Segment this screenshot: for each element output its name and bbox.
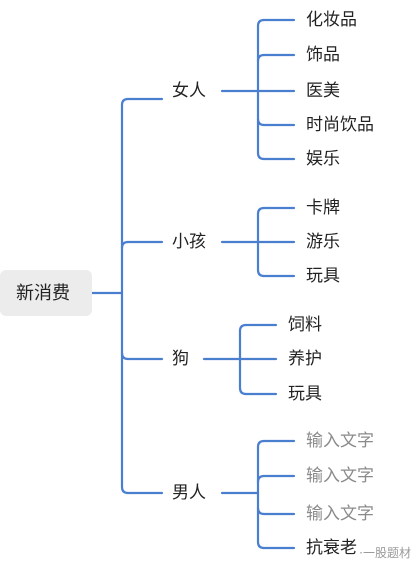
leaf-fashion-drinks[interactable]: 时尚饮品 (306, 115, 374, 135)
branch4-leaf-2 (256, 474, 266, 484)
branch1-leaf-2 (256, 53, 266, 63)
branch-label-men[interactable]: 男人 (172, 483, 206, 503)
root-node[interactable] (0, 270, 92, 316)
leaf-feed[interactable]: 饲料 (288, 315, 322, 335)
root-label: 新消费 (16, 283, 70, 304)
leaf-placeholder-2[interactable]: 输入文字 (306, 466, 374, 486)
trunk-tick-3 (120, 351, 130, 361)
leaf-placeholder-3[interactable]: 输入文字 (306, 504, 374, 524)
main-trunk (120, 97, 130, 495)
branch1-trunk (256, 18, 266, 161)
leaf-amusement[interactable]: 游乐 (306, 232, 340, 252)
branch4-leaf-3 (256, 506, 266, 516)
leaf-entertainment[interactable]: 娱乐 (306, 149, 340, 169)
leaf-placeholder-1[interactable]: 输入文字 (306, 431, 374, 451)
trunk-tick-2 (120, 240, 130, 250)
leaf-cosmetics[interactable]: 化妆品 (306, 10, 357, 30)
leaf-accessories[interactable]: 饰品 (306, 45, 340, 65)
leaf-medical-beauty[interactable]: 医美 (306, 81, 340, 101)
leaf-care[interactable]: 养护 (288, 349, 322, 369)
branch1-leaf-4 (256, 117, 266, 127)
leaf-toys-kids[interactable]: 玩具 (306, 266, 340, 286)
leaf-anti-aging[interactable]: 抗衰老 (306, 538, 357, 558)
branch4-trunk (256, 439, 266, 550)
branch-label-kids[interactable]: 小孩 (172, 232, 206, 252)
branch-label-dogs[interactable]: 狗 (172, 349, 189, 369)
branch-label-women[interactable]: 女人 (172, 81, 206, 101)
leaf-cards[interactable]: 卡牌 (306, 198, 340, 218)
leaf-toys-dogs[interactable]: 玩具 (288, 384, 322, 404)
watermark: ·一股题材 (359, 546, 411, 560)
